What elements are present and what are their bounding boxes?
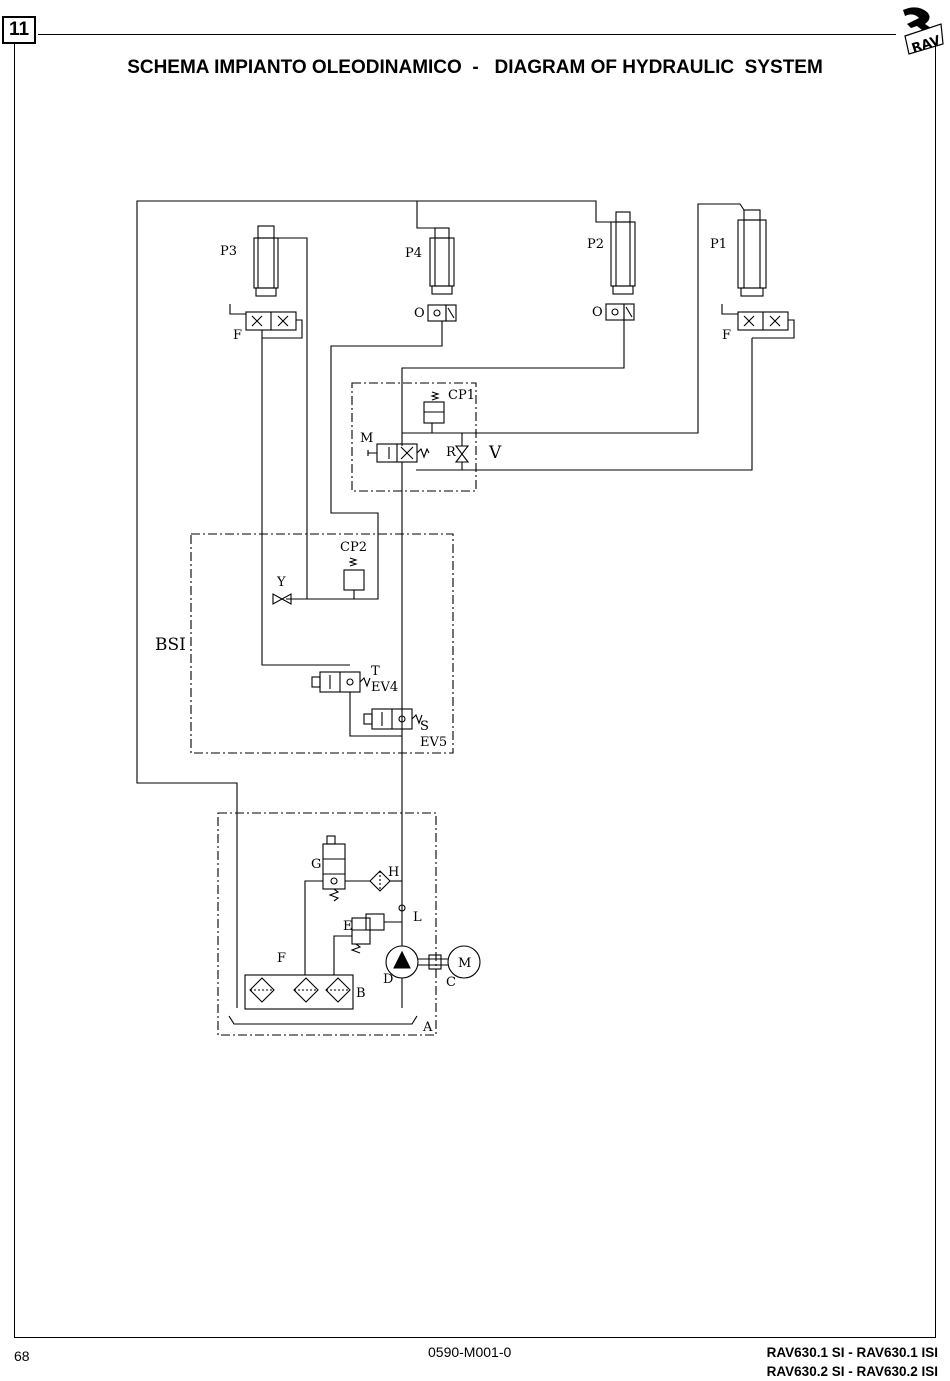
label-f-right: F <box>722 328 731 343</box>
label-motor: M <box>458 956 471 971</box>
valve-p3 <box>229 304 303 339</box>
filter-h <box>369 870 402 892</box>
model-line-2: RAV630.2 SI - RAV630.2 ISI <box>766 1364 938 1379</box>
label-d: D <box>383 972 393 987</box>
pipe-p2-down <box>401 320 625 446</box>
label-f-left: F <box>233 328 242 343</box>
page-title: SCHEMA IMPIANTO OLEODINAMICO - DIAGRAM O… <box>127 57 823 78</box>
model-line-1: RAV630.1 SI - RAV630.1 ISI <box>766 1345 938 1360</box>
label-p2: P2 <box>587 237 604 252</box>
valve-r <box>454 433 470 470</box>
label-bsi: BSI <box>155 635 186 655</box>
pump-d <box>385 945 448 979</box>
label-y: Y <box>276 575 286 590</box>
label-l: L <box>413 910 422 925</box>
label-t: T <box>371 664 380 679</box>
valve-p1 <box>721 304 795 339</box>
label-p4: P4 <box>405 246 422 261</box>
label-h: H <box>388 865 399 880</box>
label-g: G <box>311 857 321 872</box>
pipe-p3-down <box>261 330 350 666</box>
pipe-p3-right <box>274 237 308 599</box>
label-cp2: CP2 <box>340 540 367 555</box>
label-o-p4: O <box>414 306 425 321</box>
relief-valve-e <box>350 913 385 954</box>
label-f-filter: F <box>277 951 286 966</box>
cylinder-p2 <box>610 211 636 295</box>
label-m-valve: M <box>360 431 373 446</box>
label-o-p2: O <box>592 305 603 320</box>
check-valve-p2 <box>605 303 635 321</box>
frame-bottom-border <box>14 1337 936 1338</box>
document-code: 0590-M001-0 <box>428 1344 512 1360</box>
page-number: 68 <box>14 1348 30 1364</box>
label-a: A <box>422 1020 433 1035</box>
tank-a <box>228 1015 418 1025</box>
cylinder-p3 <box>253 225 279 297</box>
pressure-switch-cp1 <box>423 391 445 424</box>
solenoid-valve-ev5 <box>363 708 423 730</box>
label-r: R <box>446 445 457 460</box>
pipe-p1-down <box>416 338 753 471</box>
pipe-ev4-down <box>349 692 402 737</box>
section-number: 11 <box>2 16 36 44</box>
bsi-box <box>190 533 454 754</box>
label-e: E <box>343 919 353 934</box>
pipe-p4-top <box>416 201 435 229</box>
cylinder-p1 <box>737 209 767 297</box>
label-p1: P1 <box>710 237 727 252</box>
valve-g <box>322 835 346 902</box>
cylinder-p4 <box>429 227 455 295</box>
valve-m <box>367 443 430 463</box>
pipe-p1-top <box>402 203 745 434</box>
check-l <box>398 904 406 912</box>
frame-top-border <box>38 34 896 35</box>
label-p3: P3 <box>220 244 237 259</box>
label-b: B <box>356 986 366 1001</box>
label-s: S <box>420 719 429 734</box>
frame-right-border <box>935 40 936 1338</box>
valve-y <box>272 593 292 605</box>
label-v: V <box>488 443 502 463</box>
pipe-p4-down <box>286 321 443 600</box>
pipe-top-loop <box>136 200 611 1008</box>
model-list: RAV630.1 SI - RAV630.1 ISI RAV630.2 SI -… <box>720 1343 938 1381</box>
label-c: C <box>446 975 456 990</box>
label-ev5: EV5 <box>420 735 447 750</box>
power-unit-box <box>217 812 437 1036</box>
pressure-switch-cp2 <box>343 557 365 599</box>
frame-left-border <box>14 30 15 1338</box>
label-ev4: EV4 <box>371 680 398 695</box>
solenoid-valve-ev4 <box>311 671 371 693</box>
filter-group-b <box>244 974 354 1010</box>
rav-logo-icon: RAV <box>903 7 944 57</box>
motor-icon <box>447 945 481 979</box>
valve-box-upper <box>351 382 477 492</box>
check-valve-p4 <box>427 304 457 322</box>
label-cp1: CP1 <box>448 388 475 403</box>
